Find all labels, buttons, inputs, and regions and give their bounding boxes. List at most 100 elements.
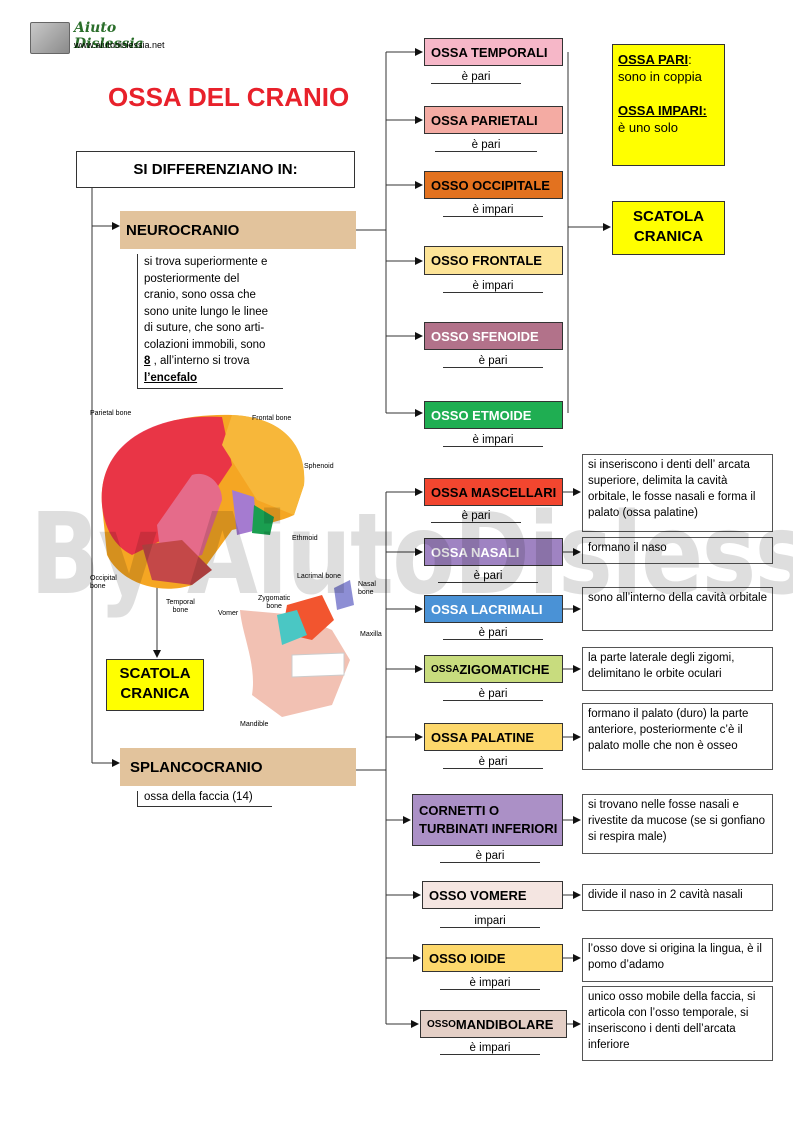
neurocranio-box: NEUROCRANIO [120, 211, 356, 249]
bone-sub: è impari [443, 280, 543, 293]
bone-desc: sono all’interno della cavità orbitale [582, 587, 773, 631]
bone-box: OSSO IOIDE [422, 944, 563, 972]
bone-desc: l’osso dove si origina la lingua, è il p… [582, 938, 773, 982]
bone-name: OSSA MASCELLARI [431, 484, 557, 500]
legend-pari: OSSA PARI: [618, 51, 719, 68]
bone-desc: unico osso mobile della faccia, si artic… [582, 986, 773, 1061]
label-parietal: Parietal bone [90, 410, 132, 417]
bone-desc: formano il palato (duro) la parte anteri… [582, 703, 773, 770]
bone-name: OSSO FRONTALE [431, 253, 542, 268]
bone-desc: si inseriscono i denti dell’ arcata supe… [582, 454, 773, 532]
splancocranio-box: SPLANCOCRANIO [120, 748, 356, 786]
bone-desc: divide il naso in 2 cavità nasali [582, 884, 773, 911]
bone-sub: è pari [435, 139, 537, 152]
book-icon [30, 22, 70, 54]
bone-box: OSSO SFENOIDE [424, 322, 563, 350]
bone-box: OSSO OCCIPITALE [424, 171, 563, 199]
bone-sub: impari [440, 915, 540, 928]
neurocranio-desc-line: posteriormente del [144, 272, 240, 285]
bone-name: OSSO OCCIPITALE [431, 177, 550, 193]
differenziano-box: SI DIFFERENZIANO IN: [76, 151, 355, 188]
legend-pari-desc: sono in coppia [618, 69, 702, 84]
logo-url: www.aiutodislessia.net [74, 40, 165, 50]
neurocranio-label: NEUROCRANIO [126, 221, 240, 239]
neurocranio-number: 8 [144, 355, 151, 367]
label-line: bone [172, 607, 189, 614]
legend-pari-colon: : [688, 52, 692, 67]
label-frontal: Frontal bone [252, 415, 292, 422]
bone-sub: è impari [443, 434, 543, 447]
label-line: Temporal [166, 599, 195, 606]
label-mandible: Mandible [240, 721, 269, 728]
label-maxilla: Maxilla [360, 631, 382, 638]
neurocranio-desc-line: sono unite lungo le linee [144, 305, 269, 318]
label-lacrimal: Lacrimal bone [297, 573, 341, 580]
bone-name: OSSA PALATINE [431, 729, 535, 745]
neurocranio-desc-line: cranio, sono ossa che [144, 289, 256, 301]
differenziano-label: SI DIFFERENZIANO IN: [133, 161, 298, 178]
label-ethmoid: Ethmoid [292, 535, 318, 542]
splancocranio-desc: ossa della faccia (14) [137, 791, 272, 807]
bone-sub: è pari [443, 355, 543, 368]
bone-name: OSSO VOMERE [429, 887, 527, 903]
bone-desc: si trovano nelle fosse nasali e rivestit… [582, 794, 773, 854]
neurocranio-encefalo: l’encefalo [144, 371, 198, 384]
neurocranio-desc-line: di suture, che sono arti- [144, 322, 265, 334]
neurocranio-desc-line: 8 , all’interno si trova [144, 353, 283, 370]
bone-box: OSSO VOMERE [422, 881, 563, 909]
bone-name: CORNETTI O TURBINATI INFERIORI [419, 803, 558, 836]
bone-sub: è pari [438, 570, 538, 583]
bone-box: OSSA TEMPORALI [424, 38, 563, 66]
skull-illustration: Parietal bone Frontal bone Sphenoid Ethm… [82, 405, 382, 735]
bone-sub: è pari [431, 71, 521, 84]
bone-name: MANDIBOLARE [455, 1016, 554, 1032]
bone-box: OSSO MANDIBOLARE [420, 1010, 567, 1038]
label-line: bone [358, 589, 374, 596]
bone-box: OSSA PARIETALI [424, 106, 563, 134]
bone-prefix: OSSO [427, 1018, 456, 1030]
label-line: bone [266, 603, 282, 610]
bone-name: OSSA TEMPORALI [431, 44, 548, 60]
scatola-cranica-top: SCATOLA CRANICA [612, 201, 725, 255]
bone-name: OSSO SFENOIDE [431, 328, 539, 344]
label-vomer: Vomer [218, 610, 239, 617]
neurocranio-desc-line: l’encefalo [144, 370, 283, 387]
page-title: OSSA DEL CRANIO [108, 82, 350, 112]
neurocranio-desc-line: si trova superiormente e [144, 256, 268, 268]
bone-desc: formano il naso [582, 537, 773, 564]
bone-sub: è impari [440, 1042, 540, 1055]
legend-box: OSSA PARI: sono in coppia OSSA IMPARI: è… [612, 44, 725, 166]
legend-pari-title: OSSA PARI [618, 52, 689, 67]
legend-impari-desc: è uno solo [618, 120, 678, 135]
bone-prefix: OSSA [431, 663, 460, 675]
legend-impari-title: OSSA IMPARI: [618, 103, 707, 118]
bone-box: OSSA ZIGOMATICHE [424, 655, 563, 683]
neurocranio-desc-line: colazioni immobili, sono [144, 338, 266, 351]
neurocranio-desc-after: , all’interno si trova [150, 355, 250, 367]
bone-name: OSSA NASALI [431, 544, 520, 560]
bone-box: OSSA MASCELLARI [424, 478, 563, 506]
bone-box: OSSO ETMOIDE [424, 401, 563, 429]
logo: Aiuto Dislessia www.aiutodislessia.net [30, 18, 190, 56]
bone-sub: è impari [440, 977, 540, 990]
bone-box: OSSA NASALI [424, 538, 563, 566]
bone-sub: è pari [431, 510, 521, 523]
bone-box: OSSA LACRIMALI [424, 595, 563, 623]
bone-box: OSSO FRONTALE [424, 246, 563, 275]
bone-name: OSSA PARIETALI [431, 112, 538, 128]
bone-desc: la parte laterale degli zigomi, delimita… [582, 647, 773, 691]
label-line: Nasal [358, 581, 376, 588]
label-line: Occipital [90, 575, 117, 582]
bone-sub: è pari [443, 688, 543, 701]
label-line: bone [90, 583, 106, 590]
bone-name: OSSO ETMOIDE [431, 407, 532, 423]
bone-sub: è pari [443, 756, 543, 769]
bone-name: ZIGOMATICHE [459, 661, 550, 677]
bone-sub: è impari [443, 204, 543, 217]
bone-box: CORNETTI O TURBINATI INFERIORI [412, 794, 563, 846]
neurocranio-desc: si trova superiormente e posteriormente … [137, 254, 283, 389]
